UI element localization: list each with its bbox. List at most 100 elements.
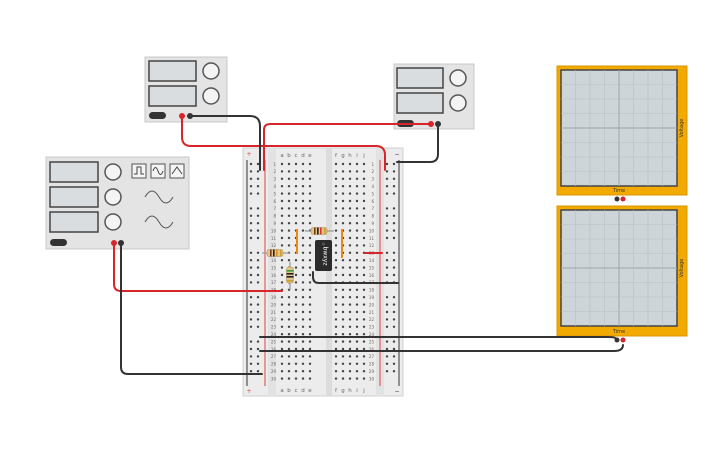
rail-hole[interactable]: [392, 251, 396, 254]
breadboard-hole[interactable]: [294, 355, 298, 358]
breadboard-hole[interactable]: [308, 355, 312, 358]
breadboard-hole[interactable]: [301, 296, 305, 299]
rail-hole[interactable]: [249, 281, 253, 284]
breadboard-hole[interactable]: [280, 377, 284, 380]
breadboard-hole[interactable]: [348, 222, 352, 225]
breadboard-hole[interactable]: [348, 340, 352, 343]
breadboard-hole[interactable]: [355, 192, 359, 195]
rail-hole[interactable]: [249, 214, 253, 217]
rail-hole[interactable]: [249, 370, 253, 373]
breadboard-hole[interactable]: [308, 199, 312, 203]
rail-hole[interactable]: [256, 281, 260, 284]
rail-hole[interactable]: [256, 229, 260, 232]
rail-hole[interactable]: [256, 355, 260, 358]
breadboard-hole[interactable]: [348, 310, 352, 314]
rail-hole[interactable]: [256, 222, 260, 225]
breadboard-hole[interactable]: [348, 229, 352, 232]
rail-hole[interactable]: [249, 185, 253, 188]
breadboard-hole[interactable]: [355, 303, 359, 306]
rail-hole[interactable]: [392, 170, 396, 173]
rail-hole[interactable]: [385, 251, 389, 254]
rail-hole[interactable]: [385, 162, 389, 166]
breadboard-hole[interactable]: [334, 192, 338, 195]
breadboard-hole[interactable]: [294, 207, 298, 210]
breadboard-hole[interactable]: [308, 303, 312, 306]
rail-hole[interactable]: [249, 273, 253, 277]
rail-hole[interactable]: [256, 318, 260, 321]
resistor[interactable]: [305, 227, 334, 235]
breadboard-hole[interactable]: [294, 362, 298, 365]
breadboard-hole[interactable]: [301, 310, 305, 314]
breadboard-hole[interactable]: [355, 222, 359, 225]
oscilloscope-bottom[interactable]: Time Voltage: [556, 205, 688, 337]
rail-hole[interactable]: [385, 222, 389, 225]
rail-hole[interactable]: [385, 347, 389, 351]
breadboard-hole[interactable]: [334, 347, 338, 351]
breadboard-hole[interactable]: [287, 207, 291, 210]
breadboard-hole[interactable]: [362, 303, 366, 306]
breadboard-hole[interactable]: [334, 333, 338, 336]
breadboard-hole[interactable]: [362, 222, 366, 225]
rail-hole[interactable]: [256, 236, 260, 240]
breadboard-hole[interactable]: [355, 370, 359, 373]
breadboard-hole[interactable]: [334, 214, 338, 217]
breadboard-hole[interactable]: [308, 310, 312, 314]
breadboard-hole[interactable]: [280, 296, 284, 299]
rail-hole[interactable]: [385, 214, 389, 217]
breadboard-hole[interactable]: [294, 162, 298, 166]
breadboard-hole[interactable]: [280, 192, 284, 195]
breadboard-hole[interactable]: [334, 362, 338, 365]
rail-hole[interactable]: [385, 303, 389, 306]
rail-hole[interactable]: [392, 303, 396, 306]
breadboard-hole[interactable]: [287, 318, 291, 321]
breadboard-hole[interactable]: [280, 170, 284, 173]
function-generator[interactable]: [45, 156, 190, 250]
breadboard-hole[interactable]: [362, 318, 366, 321]
breadboard-hole[interactable]: [348, 207, 352, 210]
breadboard-hole[interactable]: [348, 296, 352, 299]
breadboard-hole[interactable]: [348, 185, 352, 188]
breadboard-hole[interactable]: [294, 281, 298, 284]
knob-icon[interactable]: [104, 163, 122, 181]
rail-hole[interactable]: [392, 236, 396, 240]
breadboard-hole[interactable]: [341, 303, 345, 306]
breadboard-hole[interactable]: [280, 347, 284, 351]
breadboard-hole[interactable]: [301, 266, 305, 269]
rail-hole[interactable]: [392, 347, 396, 351]
breadboard-hole[interactable]: [355, 244, 359, 247]
breadboard-hole[interactable]: [334, 288, 338, 291]
breadboard-hole[interactable]: [348, 170, 352, 173]
breadboard-hole[interactable]: [308, 162, 312, 166]
breadboard-hole[interactable]: [348, 259, 352, 262]
rail-hole[interactable]: [249, 362, 253, 365]
breadboard-hole[interactable]: [280, 244, 284, 247]
rail-hole[interactable]: [385, 259, 389, 262]
breadboard-hole[interactable]: [301, 273, 305, 277]
breadboard-hole[interactable]: [308, 214, 312, 217]
breadboard-hole[interactable]: [294, 370, 298, 373]
rail-hole[interactable]: [392, 362, 396, 365]
knob-icon[interactable]: [449, 69, 467, 87]
power-supply-2[interactable]: [393, 63, 475, 130]
rail-hole[interactable]: [256, 362, 260, 365]
breadboard-hole[interactable]: [362, 207, 366, 210]
triangle-wave-icon[interactable]: [169, 163, 185, 179]
breadboard-hole[interactable]: [280, 222, 284, 225]
breadboard-hole[interactable]: [301, 333, 305, 336]
breadboard-hole[interactable]: [334, 273, 338, 277]
breadboard-hole[interactable]: [287, 244, 291, 247]
breadboard-hole[interactable]: [280, 333, 284, 336]
breadboard-hole[interactable]: [362, 355, 366, 358]
breadboard-hole[interactable]: [348, 318, 352, 321]
rail-hole[interactable]: [249, 303, 253, 306]
breadboard-hole[interactable]: [341, 170, 345, 173]
rail-hole[interactable]: [392, 310, 396, 314]
breadboard-hole[interactable]: [341, 370, 345, 373]
breadboard-hole[interactable]: [301, 229, 305, 232]
breadboard-hole[interactable]: [348, 192, 352, 195]
knob-icon[interactable]: [202, 87, 220, 105]
breadboard-hole[interactable]: [294, 199, 298, 203]
breadboard-hole[interactable]: [294, 177, 298, 180]
square-wave-icon[interactable]: [131, 163, 147, 179]
breadboard-hole[interactable]: [362, 236, 366, 240]
